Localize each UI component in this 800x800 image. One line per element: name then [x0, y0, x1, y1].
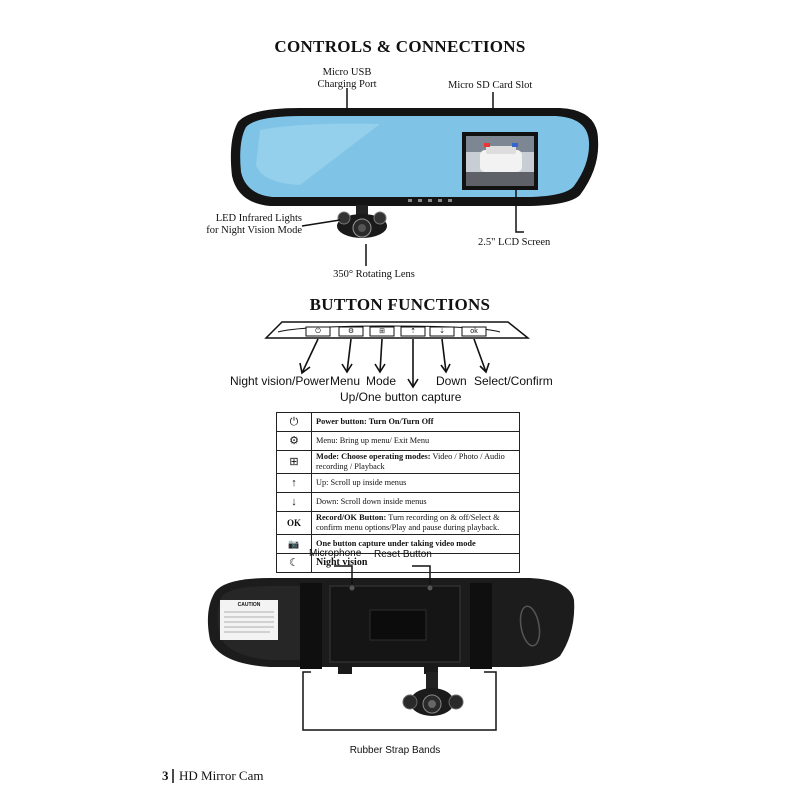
down-label: Down — [436, 374, 467, 388]
mirror-front — [230, 108, 599, 206]
ok-button[interactable]: ok — [470, 328, 478, 335]
up-button[interactable]: ⇡ — [410, 328, 416, 335]
page-number: 3 — [162, 768, 169, 783]
rear-camera — [402, 672, 464, 716]
camera-icon: 📷 — [276, 534, 312, 554]
caution-text: CAUTION — [237, 602, 261, 608]
rotating-lens-label: 350° Rotating Lens — [333, 269, 415, 280]
table-row: ⊞Mode: Choose operating modes: Video / P… — [276, 450, 520, 474]
button-strip — [264, 321, 531, 339]
rubber-straps-label: Rubber Strap Bands — [349, 745, 441, 756]
mirror-back — [207, 578, 575, 674]
up-capture-label: Up/One button capture — [340, 390, 462, 404]
button-functions-title: BUTTON FUNCTIONS — [309, 295, 491, 314]
table-row: 📷One button capture under taking video m… — [276, 534, 520, 554]
mode-label: Mode — [366, 374, 397, 388]
usb-port-label: Micro USB Charging Port — [317, 67, 377, 90]
power-button[interactable]: ⏻ — [315, 328, 321, 335]
microphone-label: Microphone — [309, 548, 362, 559]
power-icon: ⏻ — [276, 412, 312, 432]
menu-button[interactable]: ⚙ — [347, 328, 355, 335]
moon-icon: ☾ — [276, 553, 312, 573]
table-row: ☾Night vision — [276, 553, 520, 573]
function-table: ⏻Power button: Turn On/Turn Off ⚙Menu: B… — [276, 412, 520, 573]
table-row: ⚙Menu: Bring up menu/ Exit Menu — [276, 431, 520, 451]
mode-button[interactable]: ⊞ — [379, 328, 385, 335]
ok-icon: OK — [276, 511, 312, 535]
table-row: ↑Up: Scroll up inside menus — [276, 473, 520, 493]
table-row: ⏻Power button: Turn On/Turn Off — [276, 412, 520, 432]
night-power-label: Night vision/Power — [230, 374, 330, 388]
lcd-screen-label: 2.5" LCD Screen — [478, 237, 551, 248]
gear-icon: ⚙ — [276, 431, 312, 451]
arrow-up-icon: ↑ — [276, 473, 312, 493]
down-button[interactable]: ⇣ — [439, 328, 445, 335]
table-row: ↓Down: Scroll down inside menus — [276, 492, 520, 512]
select-confirm-label: Select/Confirm — [474, 374, 553, 388]
front-camera — [337, 205, 387, 238]
menu-label: Menu — [330, 374, 361, 388]
page-title: CONTROLS & CONNECTIONS — [274, 37, 526, 56]
button-row: ⏻ ⚙ ⊞ ⇡ ⇣ ok — [306, 327, 486, 336]
reset-button-label: Reset Button — [374, 549, 432, 560]
sd-slot-label: Micro SD Card Slot — [448, 80, 533, 91]
mode-icon: ⊞ — [276, 450, 312, 474]
arrow-down-icon: ↓ — [276, 492, 312, 512]
footer-title: HD Mirror Cam — [179, 768, 264, 783]
led-lights-label: LED Infrared Lights for Night Vision Mod… — [206, 213, 302, 236]
caution-label — [220, 600, 278, 640]
